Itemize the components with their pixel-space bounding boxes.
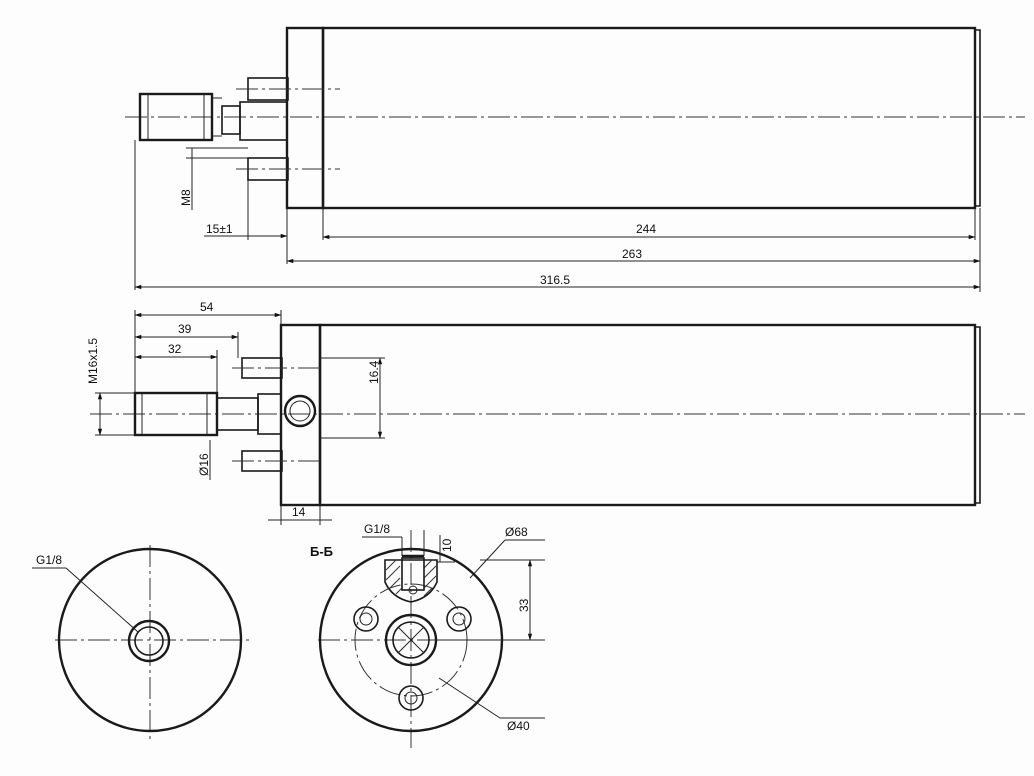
dim-263: 263 [622, 247, 642, 261]
dim-16-4: 16.4 [367, 360, 381, 384]
section-bolt-hole-bottom [398, 685, 424, 711]
dim-54: 54 [200, 300, 214, 314]
section-bore-inner [392, 621, 430, 659]
end-view-port-outer [127, 619, 171, 663]
end-view-port-inner [134, 626, 164, 656]
dim-316-5: 316.5 [540, 273, 570, 287]
dim-phi40: Ø40 [507, 719, 530, 733]
top-view: M8 15±1 244 263 316.5 [125, 26, 1025, 292]
middle-view: 54 39 32 M16x1.5 16.4 Ø16 14 [86, 300, 1025, 525]
dim-m16: M16x1.5 [86, 338, 100, 384]
end-view-outer-circle [57, 547, 243, 733]
top-body [321, 26, 977, 210]
dim-15: 15±1 [206, 222, 233, 236]
middle-port-circle [283, 394, 317, 428]
end-view-left: G1/8 [32, 545, 250, 740]
top-shaft-thread [138, 92, 214, 142]
middle-body [318, 323, 977, 507]
section-hatched-port [384, 554, 438, 603]
dim-33: 33 [517, 598, 531, 612]
label-g18-left: G1/8 [36, 553, 62, 567]
dim-m8: M8 [179, 189, 193, 206]
middle-shaft-thread [133, 391, 219, 437]
dim-244: 244 [636, 222, 656, 236]
dim-10: 10 [440, 538, 454, 552]
section-bolt-hole-left [353, 606, 379, 632]
dim-phi16: Ø16 [197, 453, 211, 476]
section-bolt-hole-right [446, 606, 472, 632]
top-flange [285, 26, 325, 210]
dim-32: 32 [168, 342, 182, 356]
dim-39: 39 [178, 322, 192, 336]
dim-14: 14 [292, 505, 306, 519]
dim-phi68: Ø68 [505, 525, 528, 539]
section-view: Б-Б [310, 522, 545, 748]
section-title: Б-Б [310, 544, 333, 559]
label-g18-section: G1/8 [364, 522, 390, 536]
